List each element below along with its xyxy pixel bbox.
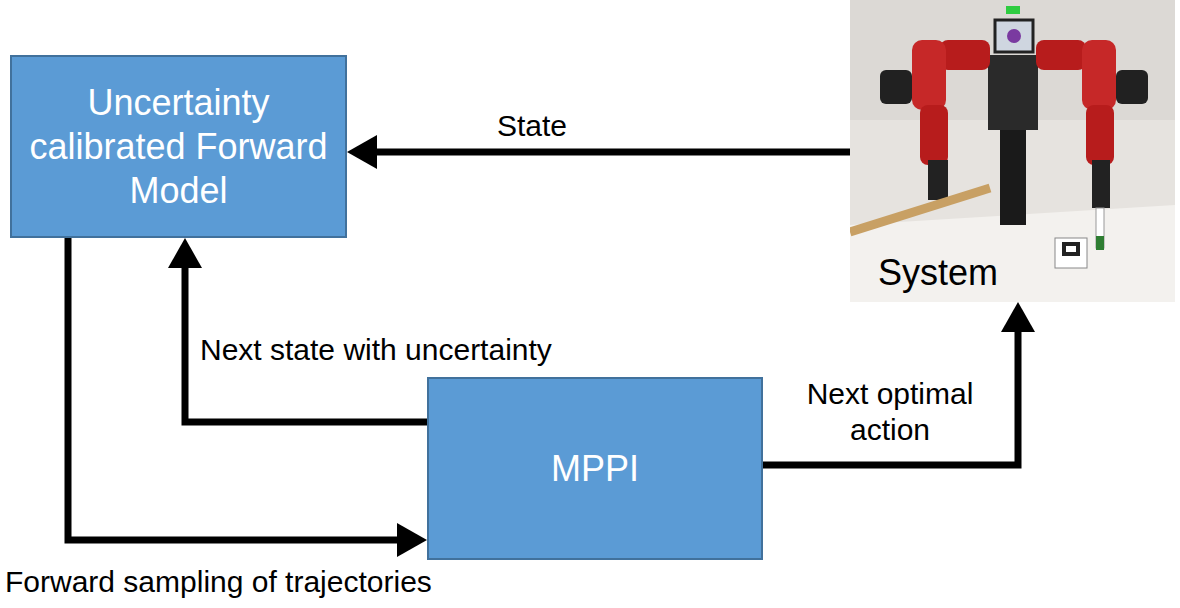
edge-label: Next optimal action [775, 376, 1005, 448]
arrow-head [347, 135, 377, 169]
model-box: Uncertainty calibrated Forward Model [10, 55, 347, 238]
edge-label: Forward sampling of trajectories [5, 564, 432, 600]
arrow-head [168, 238, 202, 268]
edge-label: State [497, 108, 567, 144]
connector-arrow [168, 238, 427, 422]
system-photo: System [850, 0, 1175, 302]
arrow-head [397, 523, 427, 557]
connector-arrow [347, 135, 850, 169]
node-text: Uncertainty calibrated Forward Model [24, 81, 333, 213]
connector-line [375, 149, 850, 156]
connector-arrow [68, 238, 427, 557]
arrow-head [1001, 302, 1035, 332]
node-text: System [872, 252, 1004, 294]
controller-box: MPPI [427, 377, 763, 560]
connector-line [68, 238, 399, 540]
edge-label: Next state with uncertainty [200, 332, 552, 368]
connector-line [763, 330, 1018, 465]
connector-arrow [763, 302, 1035, 465]
node-text: MPPI [551, 447, 639, 491]
